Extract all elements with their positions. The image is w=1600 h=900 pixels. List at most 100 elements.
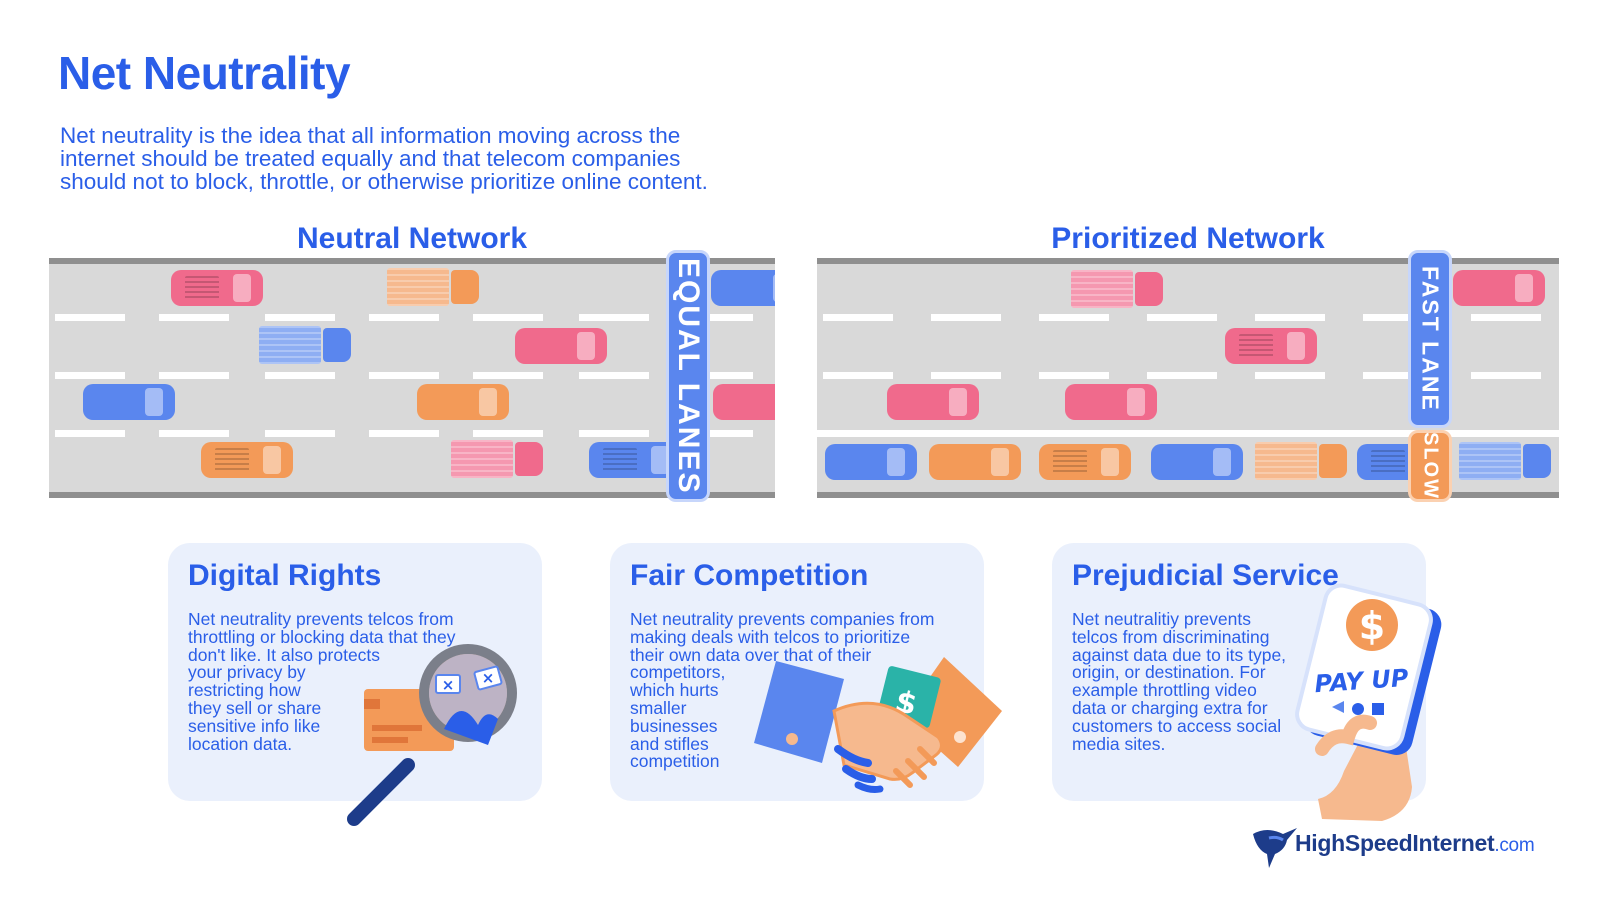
lane-dash — [369, 314, 439, 321]
truck — [1255, 442, 1347, 480]
card-line: smaller — [630, 697, 687, 718]
intro-line: internet should be treated equally and t… — [60, 146, 681, 171]
lane-dash — [265, 314, 335, 321]
lane-dash — [1255, 372, 1325, 379]
card-text: Net neutralitiy prevents telcos from dis… — [1072, 609, 1286, 753]
card-line: Net neutralitiy prevents — [1072, 609, 1251, 629]
lane-dash — [579, 430, 649, 437]
lane-dash — [579, 372, 649, 379]
car — [201, 442, 293, 478]
slow-lane-label: SLOW — [1419, 432, 1442, 500]
phone-hand-icon: $ PAY UP — [1295, 583, 1442, 821]
car — [417, 384, 509, 420]
car — [1225, 328, 1317, 364]
car — [83, 384, 175, 420]
card-line: which hurts — [630, 680, 719, 701]
fast-lane-label: FAST LANE — [1417, 266, 1444, 412]
card-title: Fair Competition — [630, 559, 869, 592]
lane-dash — [683, 430, 753, 437]
lane-dash — [55, 372, 125, 379]
lane-dash — [823, 372, 893, 379]
prejudicial-service-card: Prejudicial Service Net neutralitiy prev… — [1052, 543, 1442, 821]
lane-dash — [1255, 314, 1325, 321]
page-title: Net Neutrality — [58, 47, 351, 99]
lane-dash — [1471, 372, 1541, 379]
truck — [1071, 270, 1163, 308]
lane-dash — [369, 372, 439, 379]
card-line: location data. — [188, 733, 293, 754]
card-text: Net neutrality prevents companies from m… — [630, 609, 935, 772]
truck — [1459, 442, 1551, 480]
coin-symbol: $ — [1359, 604, 1385, 648]
lane-dash — [683, 314, 753, 321]
fast-lane-sign: FAST LANE — [1408, 250, 1452, 428]
lane-dash — [683, 372, 753, 379]
car — [589, 442, 681, 478]
card-line: throttling or blocking data that they — [188, 626, 456, 647]
lane-dash — [931, 314, 1001, 321]
car — [1065, 384, 1157, 420]
svg-text:×: × — [442, 676, 455, 694]
logo-text: HighSpeedInternet.com — [1295, 830, 1535, 857]
lane-dash — [473, 430, 543, 437]
truck — [259, 326, 351, 364]
card-line: telcos from discriminating — [1072, 626, 1270, 647]
lane-dash — [159, 430, 229, 437]
pay-up-label: PAY UP — [1314, 664, 1410, 699]
lane-dash — [931, 372, 1001, 379]
lane-dash — [579, 314, 649, 321]
digital-rights-card: Digital Rights Net neutrality prevents t… — [168, 543, 542, 826]
card-title: Digital Rights — [188, 559, 382, 592]
hummingbird-icon — [1253, 828, 1297, 868]
card-line: businesses — [630, 715, 718, 736]
truck — [451, 440, 543, 478]
card-line: Net neutrality prevents companies from — [630, 609, 935, 629]
car — [1039, 444, 1131, 480]
lane-dash — [55, 314, 125, 321]
card-line: customers to access social — [1072, 715, 1282, 736]
intro-line: Net neutrality is the idea that all info… — [60, 123, 681, 148]
equal-lanes-label: EQUAL LANES — [672, 257, 705, 495]
lane-dash — [1147, 314, 1217, 321]
lane-dash — [265, 430, 335, 437]
lane-dash — [473, 314, 543, 321]
prioritized-network-title: Prioritized Network — [1051, 222, 1325, 255]
card-line: data or charging extra for — [1072, 697, 1268, 718]
neutral-network-title: Neutral Network — [296, 222, 528, 255]
svg-text:×: × — [482, 669, 495, 687]
card-line: competition — [630, 751, 720, 772]
card-line: and stifles — [630, 733, 709, 754]
car — [711, 270, 775, 306]
car — [929, 444, 1021, 480]
handshake-icon: $ — [754, 657, 1002, 793]
card-line: your privacy by — [188, 662, 306, 683]
card-line: sensitive info like — [188, 715, 321, 736]
lane-dash — [1039, 372, 1109, 379]
card-line: making deals with telcos to prioritize — [630, 626, 911, 647]
lane-dash — [473, 372, 543, 379]
lane-dash — [1039, 314, 1109, 321]
card-line: they sell or share — [188, 697, 322, 718]
slow-lane-sign: SLOW — [1408, 430, 1452, 502]
card-line: restricting how — [188, 680, 301, 701]
car — [1453, 270, 1545, 306]
lane-dash — [55, 430, 125, 437]
lane-dash — [159, 314, 229, 321]
intro-paragraph: Net neutrality is the idea that all info… — [60, 124, 780, 193]
car — [515, 328, 607, 364]
lane-dash — [1147, 372, 1217, 379]
car — [887, 384, 979, 420]
car — [713, 384, 775, 420]
lane-dash — [265, 372, 335, 379]
lane-dash — [1363, 314, 1433, 321]
lane-dash — [1471, 314, 1541, 321]
car — [825, 444, 917, 480]
equal-lanes-sign: EQUAL LANES — [666, 250, 710, 502]
intro-line: should not to block, throttle, or otherw… — [60, 169, 708, 194]
lane-dash — [159, 372, 229, 379]
card-title: Prejudicial Service — [1072, 559, 1339, 592]
magnifying-glass-icon: × × — [347, 644, 517, 826]
logo-main: HighSpeedInternet — [1295, 830, 1495, 856]
card-text: Net neutrality prevents telcos from thro… — [188, 610, 456, 754]
lane-divider — [817, 430, 1559, 437]
